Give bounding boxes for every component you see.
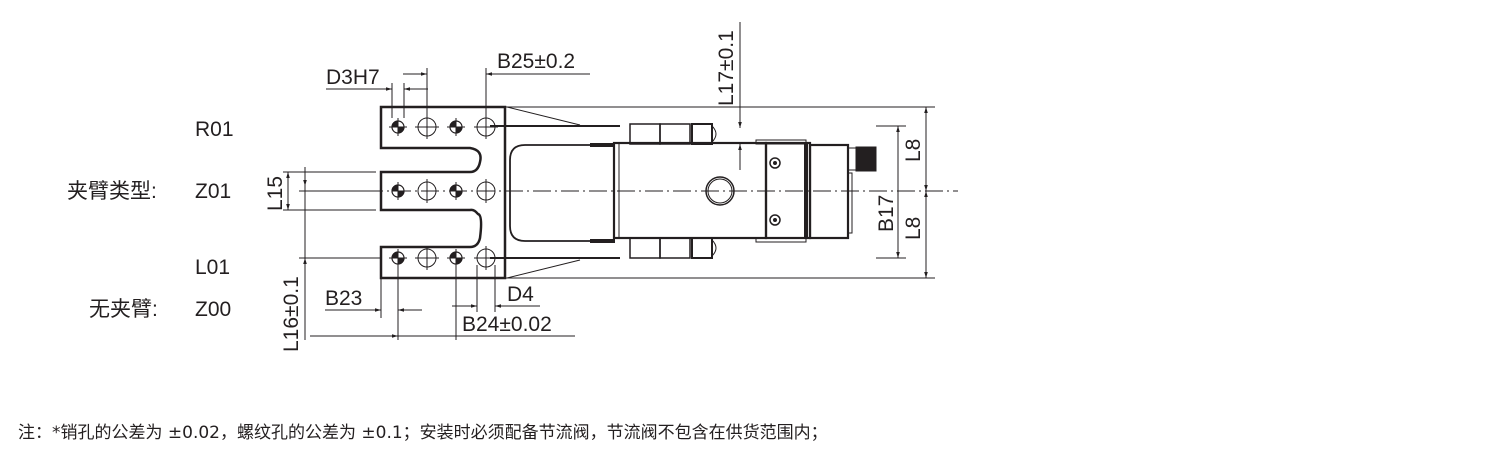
- dim-l8-top: L8: [902, 138, 925, 162]
- dim-b23: B23: [325, 287, 363, 310]
- jaw-outline: [379, 105, 507, 280]
- footnote: 注：*销孔的公差为 ±0.02，螺纹孔的公差为 ±0.1；安装时必须配备节流阀，…: [18, 423, 828, 443]
- dim-l15: L15: [264, 175, 287, 211]
- arm-code-z00: Z00: [195, 298, 232, 321]
- holes-row-z01: [391, 179, 496, 203]
- arm-code-r01: R01: [195, 118, 234, 141]
- no-arm-label: 无夹臂:: [89, 298, 158, 321]
- dim-l16: L16±0.1: [280, 276, 303, 352]
- holes-row-r01: [389, 115, 498, 139]
- dim-b17: B17: [875, 194, 898, 232]
- arm-type-label: 夹臂类型:: [67, 180, 157, 203]
- arm-code-l01: L01: [195, 256, 231, 279]
- dim-l8-bottom: L8: [902, 216, 925, 240]
- dim-b25: B25±0.2: [497, 50, 576, 73]
- dim-d4: D4: [507, 283, 534, 306]
- dim-d3h7: D3H7: [326, 66, 380, 89]
- dim-l17: L17±0.1: [715, 30, 738, 106]
- dim-b24: B24±0.02: [462, 313, 552, 336]
- arm-code-z01: Z01: [195, 180, 232, 203]
- holes-row-l01: [389, 246, 498, 270]
